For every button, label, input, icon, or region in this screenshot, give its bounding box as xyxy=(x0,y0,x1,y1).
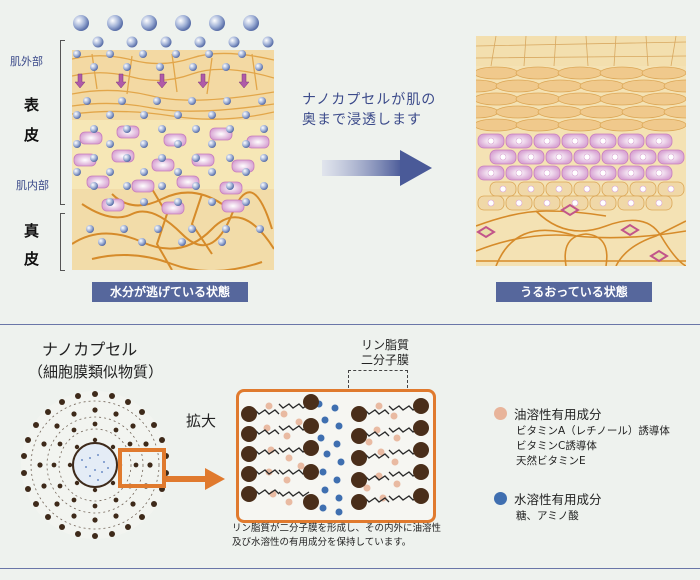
epidermis-bracket xyxy=(60,40,65,205)
dermis-label-2: 皮 xyxy=(24,250,40,268)
membrane-label-line-1: リン脂質 xyxy=(360,338,409,352)
oil-soluble-item: 天然ビタミンE xyxy=(516,455,586,467)
epidermis-label-2: 皮 xyxy=(24,126,40,144)
oil-soluble-dot-icon xyxy=(494,407,507,420)
headline-line-1: ナノカプセルが肌の xyxy=(302,92,437,108)
water-soluble-heading: 水溶性有用成分 xyxy=(514,492,602,507)
headline-line-2: 奥まで浸透します xyxy=(302,112,422,128)
moist-state-caption: うるおっている状態 xyxy=(496,282,652,302)
dermis-label-1: 真 xyxy=(24,222,40,240)
epidermis-label-1: 表 xyxy=(24,96,40,114)
bilayer-detail-box xyxy=(236,389,436,523)
oil-soluble-item: ビタミンA（レチノール）誘導体 xyxy=(516,425,670,437)
bilayer-note-line-2: 及び水溶性の有用成分を保持しています。 xyxy=(232,537,412,548)
dry-state-caption: 水分が逃げている状態 xyxy=(92,282,248,302)
water-soluble-dot-icon xyxy=(494,492,507,505)
section-divider-top xyxy=(0,324,700,325)
zoom-arrow-icon xyxy=(165,468,225,490)
outer-skin-label: 肌外部 xyxy=(10,55,43,68)
dry-skin-illustration xyxy=(72,14,274,270)
water-soluble-item: 糖、アミノ酸 xyxy=(516,510,579,522)
bilayer-note: リン脂質が二分子膜を形成し、その内外に油溶性 及び水溶性の有用成分を保持していま… xyxy=(232,522,441,550)
membrane-label-bracket xyxy=(348,370,408,393)
section-divider-bottom xyxy=(0,568,700,569)
dermis-bracket xyxy=(60,213,65,271)
oil-soluble-item: ビタミンC誘導体 xyxy=(516,440,597,452)
nanocapsule-illustration xyxy=(20,390,170,540)
inner-skin-label: 肌内部 xyxy=(16,179,49,192)
zoom-label: 拡大 xyxy=(186,412,217,430)
nanocapsule-title: ナノカプセル xyxy=(42,340,138,359)
membrane-label-line-2: 二分子膜 xyxy=(360,353,409,367)
moist-skin-illustration xyxy=(476,36,686,266)
oil-soluble-list: ビタミンA（レチノール）誘導体 ビタミンC誘導体 天然ビタミンE xyxy=(516,424,670,469)
nanocapsule-subtitle: （細胞膜類似物質） xyxy=(28,363,164,381)
right-arrow-icon xyxy=(322,150,432,186)
water-soluble-list: 糖、アミノ酸 xyxy=(516,509,579,524)
headline-text: ナノカプセルが肌の 奥まで浸透します xyxy=(302,90,436,130)
oil-soluble-heading: 油溶性有用成分 xyxy=(514,407,602,422)
membrane-label: リン脂質 二分子膜 xyxy=(350,338,420,368)
bilayer-note-line-1: リン脂質が二分子膜を形成し、その内外に油溶性 xyxy=(232,523,442,534)
